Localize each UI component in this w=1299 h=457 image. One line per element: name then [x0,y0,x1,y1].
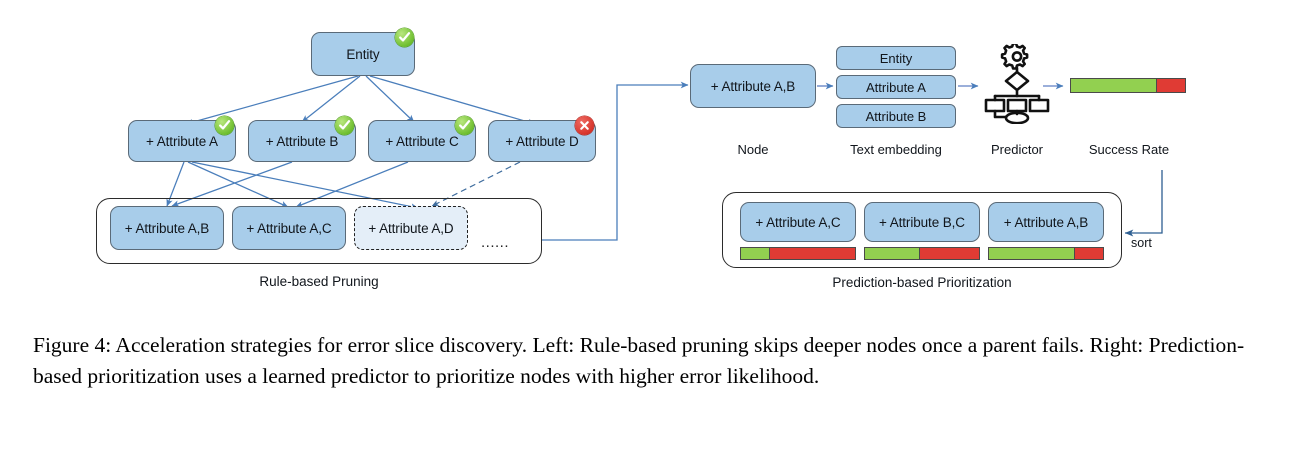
priority-card-bc-red [920,248,979,259]
status-badge-ok-a [215,116,234,135]
priority-card-ac-green [741,248,770,259]
status-badge-ok-entity [395,28,414,47]
priority-card-bc[interactable]: + Attribute B,C [864,202,980,242]
predictor-icon-wrapper [984,42,1050,125]
embedding-caption: Text embedding [850,142,942,157]
tree-node-attribute-a[interactable]: + Attribute A [128,120,236,162]
embedding-row-attribute-a: Attribute A [836,75,956,99]
pipeline-node-label: + Attribute A,B [710,78,796,94]
tree-node-attribute-ac-label: + Attribute A,C [246,220,332,236]
priority-card-ac[interactable]: + Attribute A,C [740,202,856,242]
priority-card-ab-red [1074,248,1103,259]
priority-card-ab-green [989,248,1074,259]
tree-node-attribute-ad-pruned[interactable]: + Attribute A,D [354,206,468,250]
tree-node-attribute-ac[interactable]: + Attribute A,C [232,206,346,250]
flowchart-gear-icon [984,42,1050,125]
tree-node-attribute-ab-label: + Attribute A,B [124,220,210,236]
priority-card-bc-bar [864,247,980,260]
pipeline-node-caption: Node [737,142,769,157]
prediction-prioritization-panel [722,192,1122,268]
priority-card-ab-bar [988,247,1104,260]
embedding-row-attribute-b: Attribute B [836,104,956,128]
sort-arrow-label: sort [1131,236,1152,250]
priority-card-ac-label: + Attribute A,C [755,214,841,230]
success-rate-red-segment [1156,79,1185,92]
tree-node-attribute-d-label: + Attribute D [505,133,579,149]
tree-node-entity-label: Entity [346,46,380,62]
predictor-caption: Predictor [990,142,1044,157]
success-rate-divider [1155,79,1157,92]
prediction-prioritization-label: Prediction-based Prioritization [832,275,1012,290]
rule-based-pruning-label: Rule-based Pruning [259,274,379,289]
tree-node-attribute-d[interactable]: + Attribute D [488,120,596,162]
rule-based-pruning-panel [96,198,542,264]
priority-card-ac-red [770,248,855,259]
success-rate-green-segment [1071,79,1156,92]
priority-card-bc-green [865,248,920,259]
tree-node-attribute-a-label: + Attribute A [146,133,218,149]
priority-card-ac-bar [740,247,856,260]
pruning-ellipsis: ...... [481,234,510,251]
tree-node-attribute-c-label: + Attribute C [385,133,459,149]
success-rate-bar [1070,78,1186,93]
tree-node-attribute-ad-label: + Attribute A,D [368,220,454,236]
status-badge-ok-b [335,116,354,135]
embedding-row-entity-label: Entity [879,50,913,66]
priority-card-ab-divider [1073,248,1075,259]
priority-card-ab[interactable]: + Attribute A,B [988,202,1104,242]
priority-card-ab-label: + Attribute A,B [1003,214,1089,230]
priority-card-bc-divider [919,248,921,259]
tree-node-attribute-b-label: + Attribute B [265,133,339,149]
status-badge-fail-d [575,116,594,135]
status-badge-ok-c [455,116,474,135]
embedding-row-attribute-b-label: Attribute B [865,108,927,124]
priority-card-bc-label: + Attribute B,C [879,214,965,230]
tree-node-attribute-ab[interactable]: + Attribute A,B [110,206,224,250]
pipeline-node-box[interactable]: + Attribute A,B [690,64,816,108]
embedding-row-attribute-a-label: Attribute A [866,79,926,95]
embedding-row-entity: Entity [836,46,956,70]
success-rate-caption: Success Rate [1088,142,1170,157]
figure-caption: Figure 4: Acceleration strategies for er… [33,333,1245,388]
priority-card-ac-divider [769,248,771,259]
